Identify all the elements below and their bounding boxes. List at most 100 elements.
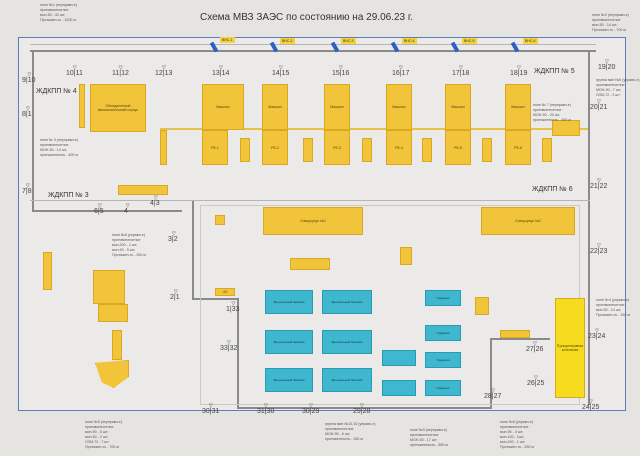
turbine-hall-6: Машзал [505,84,531,130]
left-complex-corridor [112,330,122,360]
spray-pool: Брызгальный бассейн [265,368,313,392]
junction: 9|10 [22,72,36,84]
road-right [588,50,590,405]
road-left-bottom [32,210,182,212]
pump-station-tag: ВНС-2 [280,38,295,44]
junction: 6|5 [94,203,104,215]
annotation-group-10: группа мин №10,10 (управл-е) противопехо… [325,422,376,441]
annotation-field-3: поле № 3 (неуправл-е) противопехотное МО… [40,138,79,157]
building-gallery [79,84,85,128]
pipe-gallery [160,128,588,130]
turbine-hall-1: Машзал [202,84,244,130]
spray-pool: Брызгальный бассейн [322,290,372,314]
annotation-field-5: поле №5 (неуправл-е) противопехотное мон… [85,420,123,449]
reactor-3: РБ-3 [324,130,350,165]
annotation-field-6: поле №6 (управл-е) противопехотное мон-2… [112,233,146,257]
junction: 21|22 [590,178,607,190]
junction: 8|1 [22,106,32,118]
junction: 29|28 [353,403,370,415]
boiler-house: Пускорезервная котельная [555,298,585,398]
main-building: Объединенный вспомогательный корпус [90,84,146,132]
building-corridor [160,130,167,165]
annotation-field-9: поле №9 (неуправл-е) противопехотное МОН… [410,428,448,447]
cooling-pool: Градирня [425,325,461,341]
annotation-field-2: поле №2 (неуправл-е) противопехотное мон… [592,13,630,32]
building-small [552,120,580,136]
pump-station-tag: ВНС-4 [402,38,417,44]
building-circle: ЧО [215,288,235,296]
fence-top [30,44,596,45]
junction: 33|32 [220,340,237,352]
annotation-field-8: поле №8 (управл-е) противопехотное мон-9… [500,420,534,449]
spray-pool: Брызгальный бассейн [265,330,313,354]
junction: 31|30 [257,403,274,415]
building-small [290,258,330,270]
building-small [475,297,489,315]
junction: 10|11 [66,65,83,77]
turbine-hall-3: Машзал [324,84,350,130]
road-left [32,50,34,210]
road-bottom-right-top [490,338,550,340]
junction: 30|29 [302,403,319,415]
auxiliary-building [542,138,552,162]
spray-pool: Брызгальный бассейн [265,290,313,314]
road-bottom-right [490,338,492,408]
annotation-field-1: поле №1 (неуправл-е) противопехотное мон… [40,3,78,22]
reactor-5: РБ-5 [445,130,471,165]
road-inner-left [192,200,194,300]
auxiliary-building [303,138,313,162]
cooling-pool [382,350,416,366]
junction: 7|8 [22,183,32,195]
checkpoint-6: ЖДКПП № 6 [532,186,573,193]
junction: 4|3 [150,195,160,207]
reactor-4: РБ-4 [386,130,412,165]
turbine-hall-5: Машзал [445,84,471,130]
junction: 27|26 [526,341,543,353]
building-small [500,330,530,338]
road-top [30,50,596,52]
junction: 15|16 [332,65,349,77]
road-inner-down [237,298,239,408]
spray-pool: Брызгальный бассейн [322,330,372,354]
junction: 17|18 [452,65,469,77]
reactor-1: РБ-1 [202,130,228,165]
junction: 1|33 [226,301,240,313]
junction: 2|1 [170,289,180,301]
junction: 24|25 [582,399,599,411]
turbine-hall-4: Машзал [386,84,412,130]
auxiliary-building [422,138,432,162]
junction: 30|31 [202,403,219,415]
left-building [43,252,52,290]
junction: 13|14 [212,65,229,77]
junction: 14|15 [272,65,289,77]
junction: 18|19 [510,65,527,77]
auxiliary-building [240,138,250,162]
reactor-2: РБ-2 [262,130,288,165]
left-complex [93,270,125,304]
site-outline [200,205,580,405]
annotation-group-5: группа мин №5 (управл-е) противопехотное… [596,78,640,97]
map-title: Схема МВЗ ЗАЭС по состоянию на 29.06.23 … [200,12,414,23]
road-inner-link [192,298,237,300]
junction: 11|12 [112,65,129,77]
junction: 28|27 [484,388,501,400]
cooling-pool: Градирня [425,290,461,306]
junction: 19|20 [598,59,615,71]
building-small [215,215,225,225]
special-building-1: Спецкорпус №1 [263,207,363,235]
road-mid [30,200,590,201]
junction: 16|17 [392,65,409,77]
auxiliary-building [482,138,492,162]
junction: 12|13 [155,65,172,77]
junction: 22|23 [590,243,607,255]
annotation-field-7: поле № 7 (неуправл-е) противопехотное МО… [533,103,572,122]
junction: 23|24 [588,328,605,340]
pump-station-tag: ВНС-3 [341,38,356,44]
building-annex [118,185,168,195]
checkpoint-5: ЖДКПП № 5 [534,68,575,75]
pump-station-tag: ВНС-6 [523,38,538,44]
cooling-pool [382,380,416,396]
junction: 20|21 [590,99,607,111]
special-building-2: Спецкорпус №2 [481,207,575,235]
checkpoint-3: ЖДКПП № 3 [48,192,89,199]
